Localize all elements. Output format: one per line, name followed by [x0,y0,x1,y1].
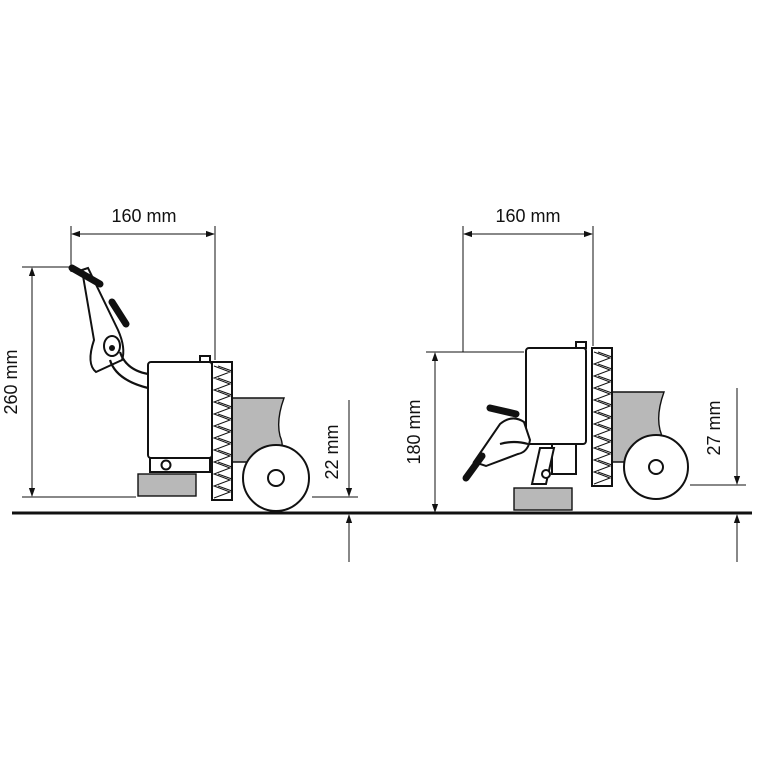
left-handle [68,264,149,390]
left-width-label: 160 mm [111,206,176,226]
right-gap-label: 27 mm [704,400,724,455]
left-base-plate [137,473,197,497]
right-height-label: 180 mm [404,399,424,464]
left-height-label: 260 mm [1,349,21,414]
right-handle [462,404,532,482]
left-wheel [242,444,310,512]
right-brush-pad [591,347,613,487]
right-base-plate [513,487,573,511]
left-brush-pad [211,361,233,501]
right-view: 160 mm 180 mm 27 mm [404,206,746,562]
right-width-label: 160 mm [495,206,560,226]
left-linkage [149,457,211,473]
right-linkage [530,443,577,485]
left-gap-label: 22 mm [322,424,342,479]
left-motor-housing [147,361,213,459]
right-motor-housing [525,347,587,445]
left-view: 160 mm 260 mm 22 mm [1,206,358,562]
right-wheel [623,434,689,500]
